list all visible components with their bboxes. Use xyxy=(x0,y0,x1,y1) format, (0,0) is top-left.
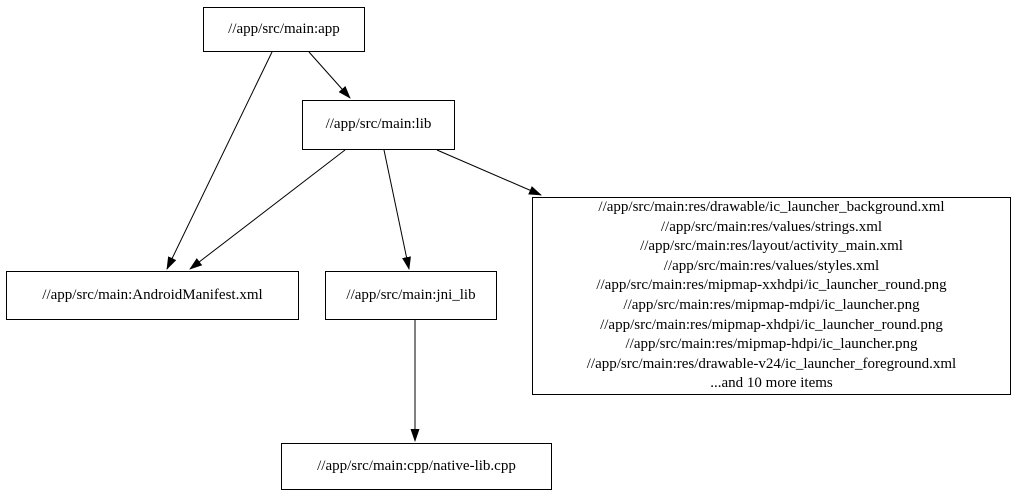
node-lib-label: //app/src/main:lib xyxy=(325,116,432,133)
edge-app-to-lib xyxy=(308,51,351,99)
resource-line: //app/src/main:res/drawable/ic_launcher_… xyxy=(598,199,945,216)
resource-line: //app/src/main:res/mipmap-xxhdpi/ic_laun… xyxy=(596,277,947,294)
node-jni-lib: //app/src/main:jni_lib xyxy=(325,271,497,320)
node-android-manifest: //app/src/main:AndroidManifest.xml xyxy=(6,271,299,320)
node-app: //app/src/main:app xyxy=(203,7,365,52)
resource-line: //app/src/main:res/drawable-v24/ic_launc… xyxy=(586,355,957,372)
edge-lib-to-manifest xyxy=(189,149,346,270)
resource-line: //app/src/main:res/values/strings.xml xyxy=(660,218,883,235)
node-lib: //app/src/main:lib xyxy=(302,100,455,150)
node-jni-lib-label: //app/src/main:jni_lib xyxy=(346,286,476,303)
node-native-lib-cpp-label: //app/src/main:cpp/native-lib.cpp xyxy=(317,457,516,474)
resource-line: //app/src/main:res/mipmap-xhdpi/ic_launc… xyxy=(600,316,943,333)
resource-line-more-items: ...and 10 more items xyxy=(710,375,833,392)
resource-line: //app/src/main:res/layout/activity_main.… xyxy=(640,238,903,255)
resource-line: //app/src/main:res/values/styles.xml xyxy=(663,257,880,274)
resource-line: //app/src/main:res/mipmap-hdpi/ic_launch… xyxy=(625,336,918,353)
edge-lib-to-jni-lib xyxy=(383,149,411,270)
node-android-manifest-label: //app/src/main:AndroidManifest.xml xyxy=(42,286,263,303)
node-resources: //app/src/main:res/drawable/ic_launcher_… xyxy=(532,197,1011,395)
edge-lib-to-resources xyxy=(436,149,542,196)
node-app-label: //app/src/main:app xyxy=(228,20,340,37)
resource-line: //app/src/main:res/mipmap-mdpi/ic_launch… xyxy=(623,297,920,313)
edge-app-to-manifest xyxy=(166,51,273,270)
node-native-lib-cpp: //app/src/main:cpp/native-lib.cpp xyxy=(281,443,552,490)
